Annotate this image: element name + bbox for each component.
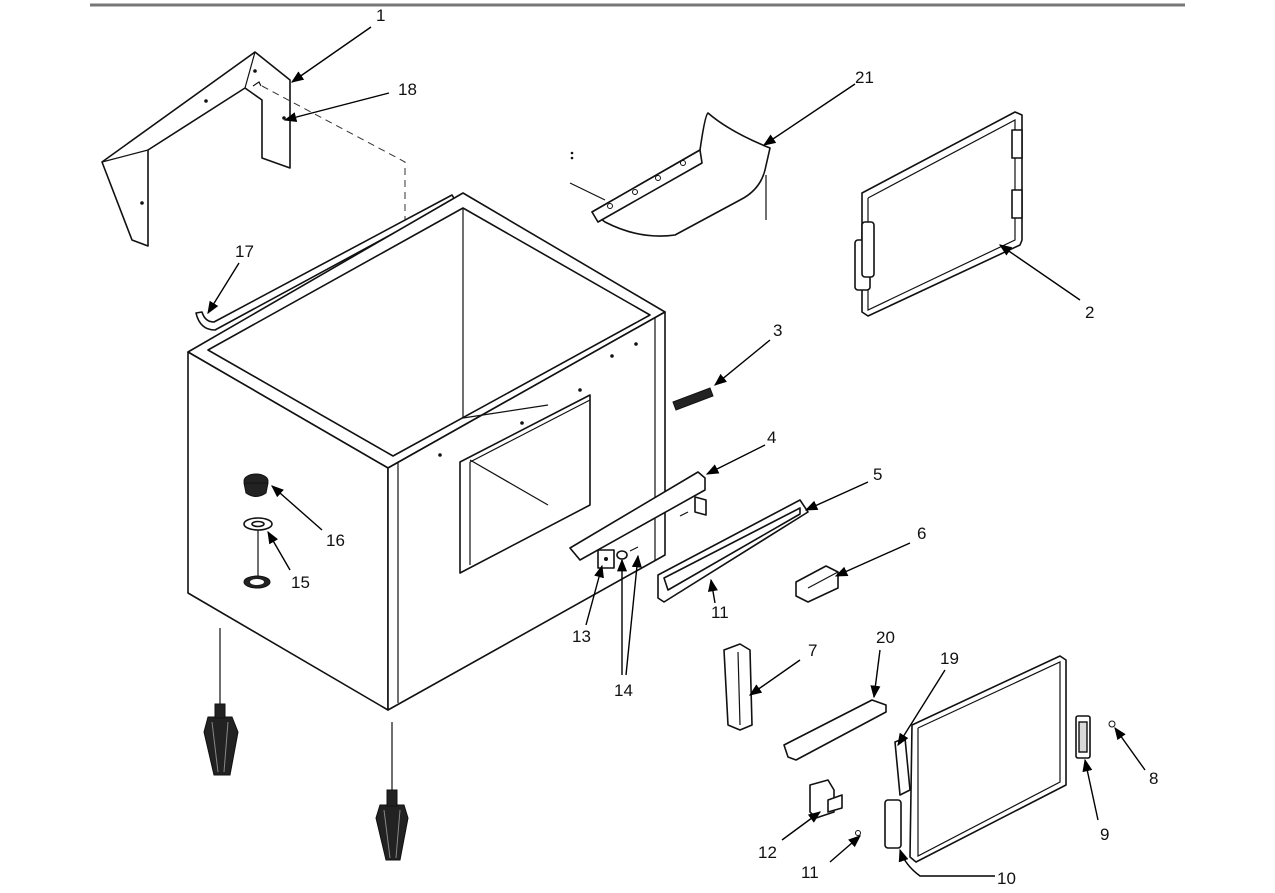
callout-19: 19 xyxy=(940,649,959,668)
part-label-plate xyxy=(672,387,714,411)
callout-20: 20 xyxy=(876,628,895,647)
callout-8: 8 xyxy=(1149,769,1158,788)
callout-5: 5 xyxy=(873,465,882,484)
callout-15: 15 xyxy=(291,573,310,592)
part-latch xyxy=(1075,715,1116,759)
part-hinge xyxy=(809,779,861,836)
leader-lines xyxy=(207,26,1146,877)
callout-numbers: 1 18 17 21 2 3 4 5 6 11 7 20 19 8 9 10 1… xyxy=(235,6,1158,888)
callout-10: 10 xyxy=(997,869,1016,888)
part-rail xyxy=(569,471,707,561)
callout-14: 14 xyxy=(614,681,633,700)
part-baffle xyxy=(569,112,771,237)
callout-4: 4 xyxy=(767,428,776,447)
cabinet-body xyxy=(187,192,666,711)
part-hinge-plate xyxy=(597,546,639,569)
callout-1: 1 xyxy=(376,6,385,25)
callout-21: 21 xyxy=(855,68,874,87)
part-leg-right xyxy=(375,722,409,861)
callout-13: 13 xyxy=(572,627,591,646)
part-leg-left xyxy=(203,628,239,776)
part-lower-door xyxy=(884,655,1067,863)
callout-18: 18 xyxy=(398,80,417,99)
callout-11a: 11 xyxy=(711,603,729,622)
part-upper-door xyxy=(854,111,1023,317)
callout-3: 3 xyxy=(773,321,782,340)
callout-17: 17 xyxy=(235,242,254,261)
part-trim-strip xyxy=(195,194,456,331)
part-washer xyxy=(243,517,273,589)
callout-11b: 11 xyxy=(801,863,819,882)
part-lower-rail xyxy=(783,699,887,761)
part-gasket xyxy=(723,643,753,731)
callout-6: 6 xyxy=(917,524,926,543)
part-top-bracket xyxy=(101,51,291,247)
callout-7: 7 xyxy=(808,641,817,660)
callout-9: 9 xyxy=(1100,825,1109,844)
part-knob xyxy=(243,473,269,497)
part-small-bracket xyxy=(795,565,839,603)
callout-12: 12 xyxy=(758,843,777,862)
part-channel xyxy=(657,499,809,603)
callout-2: 2 xyxy=(1085,303,1094,322)
callout-16: 16 xyxy=(326,531,345,550)
